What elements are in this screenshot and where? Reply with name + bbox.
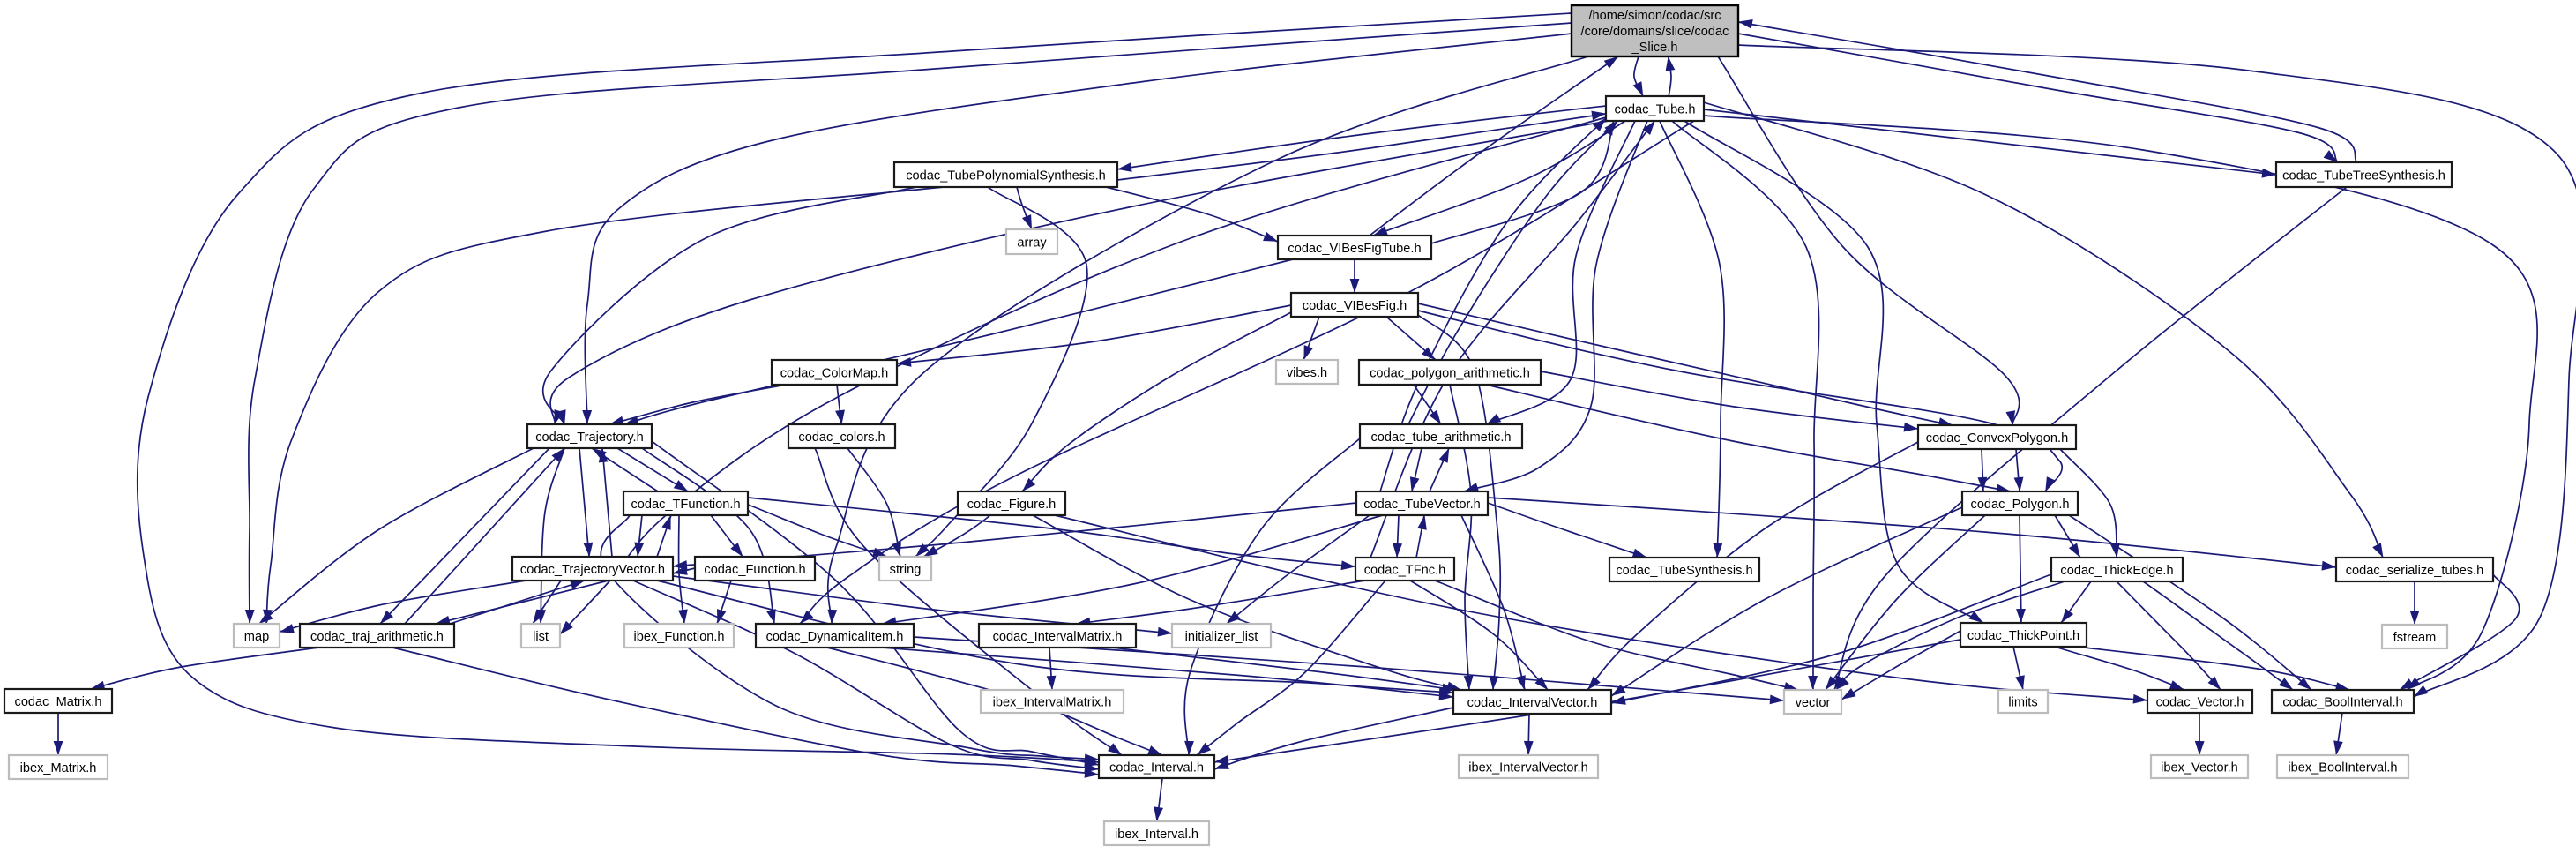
svg-text:codac_ColorMap.h: codac_ColorMap.h	[780, 367, 889, 381]
svg-text:string: string	[890, 563, 922, 577]
svg-text:codac_TrajectoryVector.h: codac_TrajectoryVector.h	[520, 563, 665, 577]
svg-text:codac_IntervalMatrix.h: codac_IntervalMatrix.h	[993, 630, 1123, 644]
svg-text:codac_ThickPoint.h: codac_ThickPoint.h	[1967, 629, 2079, 643]
svg-text:codac_ConvexPolygon.h: codac_ConvexPolygon.h	[1926, 431, 2068, 446]
svg-text:_Slice.h: _Slice.h	[1631, 41, 1678, 55]
svg-text:codac_serialize_tubes.h: codac_serialize_tubes.h	[2346, 564, 2484, 578]
svg-text:codac_TFnc.h: codac_TFnc.h	[1364, 564, 1445, 578]
svg-text:/home/simon/codac/src: /home/simon/codac/src	[1588, 9, 1721, 23]
svg-text:list: list	[533, 630, 549, 644]
svg-text:codac_TubeSynthesis.h: codac_TubeSynthesis.h	[1616, 564, 1752, 578]
svg-text:codac_traj_arithmetic.h: codac_traj_arithmetic.h	[310, 630, 444, 644]
svg-text:codac_tube_arithmetic.h: codac_tube_arithmetic.h	[1370, 431, 1511, 445]
svg-text:codac_IntervalVector.h: codac_IntervalVector.h	[1467, 696, 1598, 710]
svg-text:codac_Interval.h: codac_Interval.h	[1109, 761, 1204, 775]
svg-text:ibex_IntervalMatrix.h: ibex_IntervalMatrix.h	[993, 696, 1112, 710]
svg-text:vibes.h: vibes.h	[1287, 366, 1327, 380]
svg-text:codac_TubeVector.h: codac_TubeVector.h	[1363, 498, 1481, 512]
svg-text:array: array	[1017, 236, 1047, 251]
svg-text:codac_colors.h: codac_colors.h	[798, 431, 885, 445]
svg-text:codac_VIBesFigTube.h: codac_VIBesFigTube.h	[1288, 242, 1421, 256]
svg-text:codac_Trajectory.h: codac_Trajectory.h	[535, 431, 643, 445]
svg-text:fstream: fstream	[2393, 631, 2437, 645]
svg-text:ibex_Function.h: ibex_Function.h	[633, 630, 724, 644]
svg-text:codac_polygon_arithmetic.h: codac_polygon_arithmetic.h	[1370, 367, 1530, 381]
svg-text:ibex_BoolInterval.h: ibex_BoolInterval.h	[2288, 761, 2397, 775]
svg-text:codac_DynamicalItem.h: codac_DynamicalItem.h	[766, 630, 904, 644]
svg-text:ibex_Vector.h: ibex_Vector.h	[2161, 761, 2238, 775]
svg-text:vector: vector	[1796, 696, 1831, 710]
svg-text:codac_Tube.h: codac_Tube.h	[1615, 103, 1696, 117]
svg-text:ibex_Matrix.h: ibex_Matrix.h	[20, 761, 97, 775]
svg-text:ibex_IntervalVector.h: ibex_IntervalVector.h	[1468, 761, 1587, 775]
svg-text:codac_ThickEdge.h: codac_ThickEdge.h	[2060, 564, 2173, 578]
svg-text:codac_VIBesFig.h: codac_VIBesFig.h	[1303, 299, 1407, 313]
svg-text:codac_TubeTreeSynthesis.h: codac_TubeTreeSynthesis.h	[2282, 169, 2445, 184]
svg-text:codac_Function.h: codac_Function.h	[704, 563, 805, 577]
svg-text:codac_TFunction.h: codac_TFunction.h	[631, 498, 740, 512]
svg-text:codac_BoolInterval.h: codac_BoolInterval.h	[2282, 696, 2402, 710]
svg-text:map: map	[244, 630, 269, 644]
svg-text:codac_Matrix.h: codac_Matrix.h	[15, 695, 102, 709]
svg-text:/core/domains/slice/codac: /core/domains/slice/codac	[1581, 25, 1729, 39]
svg-text:codac_Polygon.h: codac_Polygon.h	[1971, 498, 2070, 512]
svg-text:limits: limits	[2008, 696, 2037, 710]
svg-text:codac_Figure.h: codac_Figure.h	[967, 498, 1057, 512]
svg-text:codac_TubePolynomialSynthesis.: codac_TubePolynomialSynthesis.h	[906, 169, 1106, 184]
svg-text:initializer_list: initializer_list	[1185, 630, 1258, 644]
svg-text:ibex_Interval.h: ibex_Interval.h	[1115, 828, 1198, 842]
svg-text:codac_Vector.h: codac_Vector.h	[2156, 696, 2244, 710]
